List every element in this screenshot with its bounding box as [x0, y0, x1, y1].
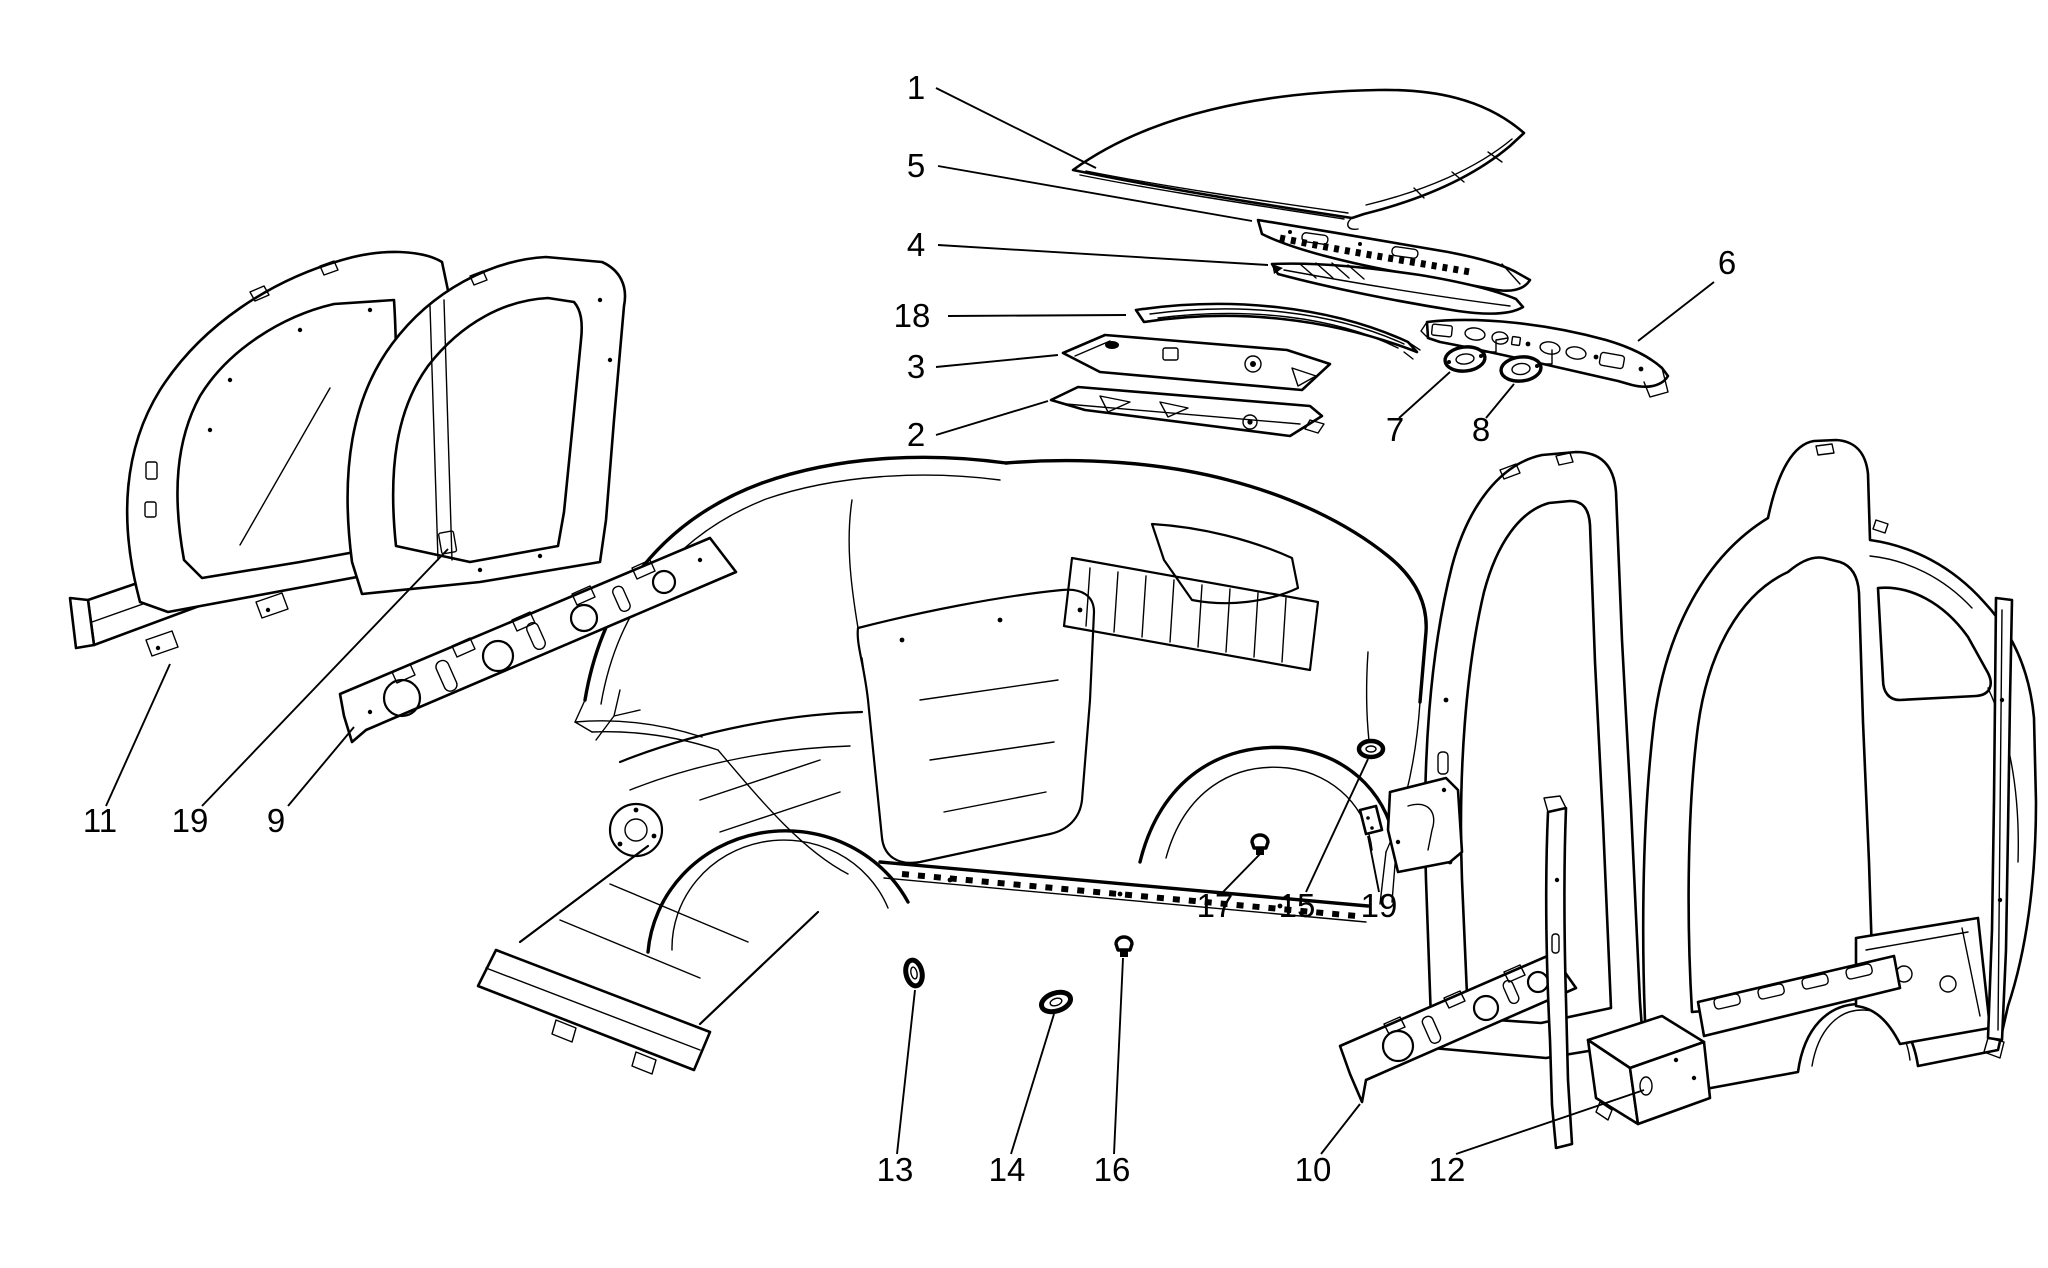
part-roof-rear-bow	[1049, 385, 1325, 438]
callout-label-2: 2	[907, 416, 925, 453]
callout-label-7: 7	[1386, 411, 1404, 448]
part-clip-19	[1358, 804, 1384, 836]
callout-label-16: 16	[1094, 1151, 1131, 1188]
part-grommet-15	[1356, 651, 1386, 760]
leader-lines	[105, 87, 1715, 1155]
part-roof-front-rail	[1256, 218, 1532, 292]
callout-label-11: 11	[83, 802, 117, 839]
part-retainer-plate-8	[1499, 349, 1553, 383]
callout-label-17: 17	[1197, 887, 1234, 924]
callout-label-18: 18	[894, 297, 931, 334]
callout-label-4: 4	[907, 226, 925, 263]
part-windscreen-header-rail	[1270, 262, 1525, 315]
callout-labels: 1 5 4 18 3 2 6 7 8 11 19 9 13 14 16 17 1…	[83, 69, 1736, 1188]
callout-label-13: 13	[877, 1151, 914, 1188]
callout-label-1: 1	[907, 69, 925, 106]
main-body-shell	[476, 455, 1428, 1075]
callout-label-8: 8	[1472, 411, 1490, 448]
callout-label-19b: 19	[1361, 887, 1398, 924]
callout-label-3: 3	[907, 348, 925, 385]
callout-label-9: 9	[267, 802, 285, 839]
right-outer-side-frame	[1586, 438, 2038, 1126]
callout-label-5: 5	[907, 147, 925, 184]
callout-label-14: 14	[989, 1151, 1026, 1188]
callout-label-12: 12	[1429, 1151, 1466, 1188]
callout-label-19a: 19	[172, 802, 209, 839]
part-retainer-plate-7	[1443, 337, 1509, 373]
left-side-inner-frame-assembly	[68, 250, 738, 744]
callout-label-6: 6	[1718, 244, 1736, 281]
part-grommet-13	[903, 957, 925, 989]
callout-label-15: 15	[1279, 887, 1316, 924]
part-roof-bow	[1134, 302, 1421, 360]
part-grommet-14	[1038, 989, 1074, 1015]
part-roof-outer-panel	[1071, 88, 1526, 231]
part-fastener-16	[1114, 935, 1134, 957]
right-inner-side-structure	[1338, 450, 1645, 1150]
part-roof-reinforcement-panel	[1061, 333, 1332, 392]
part-fastener-17	[1250, 833, 1270, 855]
callout-label-10: 10	[1295, 1151, 1332, 1188]
